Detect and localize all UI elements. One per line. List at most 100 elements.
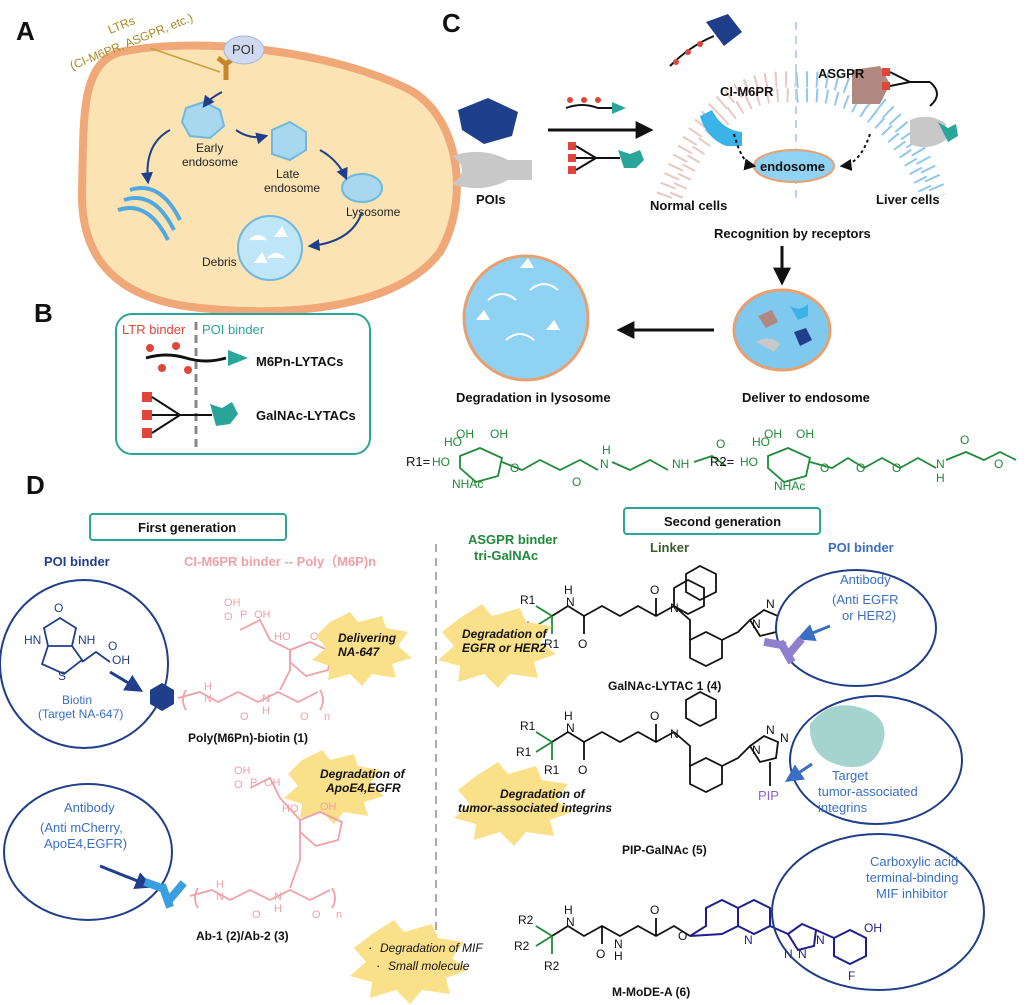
svg-text:H: H bbox=[216, 879, 224, 891]
normal-cells-label: Normal cells bbox=[650, 198, 727, 213]
panel-c: POIs CI-M6PR ASGPR endosome bbox=[452, 14, 958, 405]
svg-text:O: O bbox=[300, 711, 309, 723]
r-groups: R1= HO OH OH HO NHAc O H N O NH O R2= HO… bbox=[406, 427, 1017, 493]
galnac-lytac-label: GalNAc-LYTAC 1 (4) bbox=[608, 679, 721, 693]
svg-text:R2: R2 bbox=[514, 939, 530, 953]
svg-text:O: O bbox=[892, 461, 901, 475]
integrin-protein-icon bbox=[809, 705, 885, 768]
svg-text:NH: NH bbox=[78, 633, 95, 647]
biotin-label: Biotin bbox=[62, 693, 92, 707]
svg-text:O: O bbox=[572, 475, 581, 489]
svg-text:O: O bbox=[716, 437, 725, 451]
panel-c-label: C bbox=[442, 8, 461, 38]
lysosome-degradation-icon bbox=[462, 254, 590, 382]
svg-text:R2: R2 bbox=[544, 959, 560, 973]
early-endosome-label-1: Early bbox=[196, 141, 223, 155]
lytac-types-box bbox=[115, 313, 371, 455]
svg-text:N: N bbox=[798, 947, 807, 961]
svg-text:N: N bbox=[670, 727, 679, 741]
degradation-label: Degradation in lysosome bbox=[456, 390, 611, 405]
svg-text:OH: OH bbox=[264, 777, 281, 789]
panel-b: LTR binder POI binder M6Pn-LYTACs GalNAc… bbox=[115, 313, 371, 455]
svg-text:·: · bbox=[368, 940, 372, 955]
r1-label: R1= bbox=[406, 454, 430, 469]
asgpr-label: ASGPR bbox=[818, 66, 865, 81]
asgpr-binder-label-1: ASGPR binder bbox=[468, 532, 558, 547]
m-mode-a-label: M-MoDE-A (6) bbox=[612, 985, 690, 999]
debris-icon bbox=[237, 215, 303, 281]
svg-text:HN: HN bbox=[24, 633, 41, 647]
svg-text:O: O bbox=[578, 637, 587, 651]
svg-text:N: N bbox=[766, 597, 775, 611]
poi-protein-icon bbox=[458, 98, 518, 144]
svg-text:HO: HO bbox=[444, 435, 462, 449]
antibody-icon-2 bbox=[763, 636, 805, 665]
mif-label: Degradation of MIF bbox=[380, 941, 483, 955]
cell-body bbox=[77, 41, 461, 316]
panel-a-label: A bbox=[16, 16, 35, 46]
svg-text:H: H bbox=[564, 709, 573, 723]
target-label-3: integrins bbox=[818, 800, 868, 815]
late-endosome-icon bbox=[271, 120, 307, 162]
panel-a: POI LTRs (CI-M6PR, ASGPR, etc.) Early en… bbox=[68, 11, 461, 316]
integrin-circle bbox=[789, 695, 963, 825]
galnac-label: GalNAc-LYTACs bbox=[256, 408, 356, 423]
svg-text:N: N bbox=[936, 457, 945, 471]
delivering-label-1: Delivering bbox=[338, 631, 397, 645]
apoe4-burst bbox=[284, 750, 384, 824]
integrins-label-2: tumor-associated integrins bbox=[458, 801, 612, 815]
svg-text:O: O bbox=[234, 779, 243, 791]
first-gen-poi-binder-label: POI binder bbox=[44, 554, 110, 569]
svg-text:N: N bbox=[262, 693, 270, 705]
ltr-pointer bbox=[149, 47, 221, 73]
svg-text:HO: HO bbox=[432, 455, 450, 469]
svg-text:F: F bbox=[848, 969, 855, 983]
svg-text:O: O bbox=[650, 583, 659, 597]
svg-text:H: H bbox=[262, 705, 270, 717]
pip-label: PIP bbox=[758, 788, 779, 803]
svg-text:O: O bbox=[252, 909, 261, 921]
svg-text:O: O bbox=[856, 461, 865, 475]
panel-d-label: D bbox=[26, 470, 45, 500]
galnac-sugar-ring-1 bbox=[459, 447, 504, 483]
svg-text:H: H bbox=[614, 949, 623, 963]
svg-text:N: N bbox=[752, 617, 761, 631]
early-endosome-label-2: endosome bbox=[182, 155, 238, 169]
svg-text:O: O bbox=[960, 433, 969, 447]
svg-text:R1: R1 bbox=[520, 593, 536, 607]
svg-text:N: N bbox=[566, 915, 575, 929]
asgpr-binder-label-2: tri-GalNAc bbox=[474, 548, 538, 563]
svg-text:OH: OH bbox=[490, 427, 508, 441]
poi-wrench-icon bbox=[452, 151, 532, 189]
panel-b-label: B bbox=[34, 298, 53, 328]
golgi-icon bbox=[117, 186, 182, 241]
galnac-lytac-structure bbox=[535, 564, 779, 668]
liver-cells-label: Liver cells bbox=[876, 192, 940, 207]
svg-text:H: H bbox=[936, 471, 945, 485]
delivered-endosome-icon bbox=[732, 288, 832, 372]
svg-text:R1: R1 bbox=[516, 745, 532, 759]
m-mode-a-structure bbox=[535, 918, 691, 954]
svg-text:O: O bbox=[578, 763, 587, 777]
svg-text:OH: OH bbox=[112, 653, 130, 667]
svg-text:n: n bbox=[324, 711, 330, 723]
ci-m6pr-label: CI-M6PR bbox=[720, 84, 774, 99]
first-generation-label: First generation bbox=[138, 520, 236, 535]
mif-burst bbox=[350, 920, 468, 1004]
svg-text:HO: HO bbox=[752, 435, 770, 449]
anti-egfr-label-1: (Anti EGFR bbox=[832, 592, 898, 607]
svg-text:N: N bbox=[816, 933, 825, 947]
svg-text:O: O bbox=[54, 601, 63, 615]
poly-m6p-structure-1 bbox=[177, 618, 334, 711]
svg-text:OH: OH bbox=[254, 609, 271, 621]
debris-label: Debris bbox=[202, 255, 237, 269]
endosome-label: endosome bbox=[760, 159, 825, 174]
late-endosome-label-1: Late bbox=[276, 167, 300, 181]
ci-m6pr-receptor-icon bbox=[700, 110, 742, 146]
svg-text:O: O bbox=[596, 947, 605, 961]
antibody-label-1: Antibody bbox=[64, 800, 115, 815]
antibody-label-2: Antibody bbox=[840, 572, 891, 587]
svg-text:OH: OH bbox=[796, 427, 814, 441]
target-label-2: tumor-associated bbox=[818, 784, 918, 799]
